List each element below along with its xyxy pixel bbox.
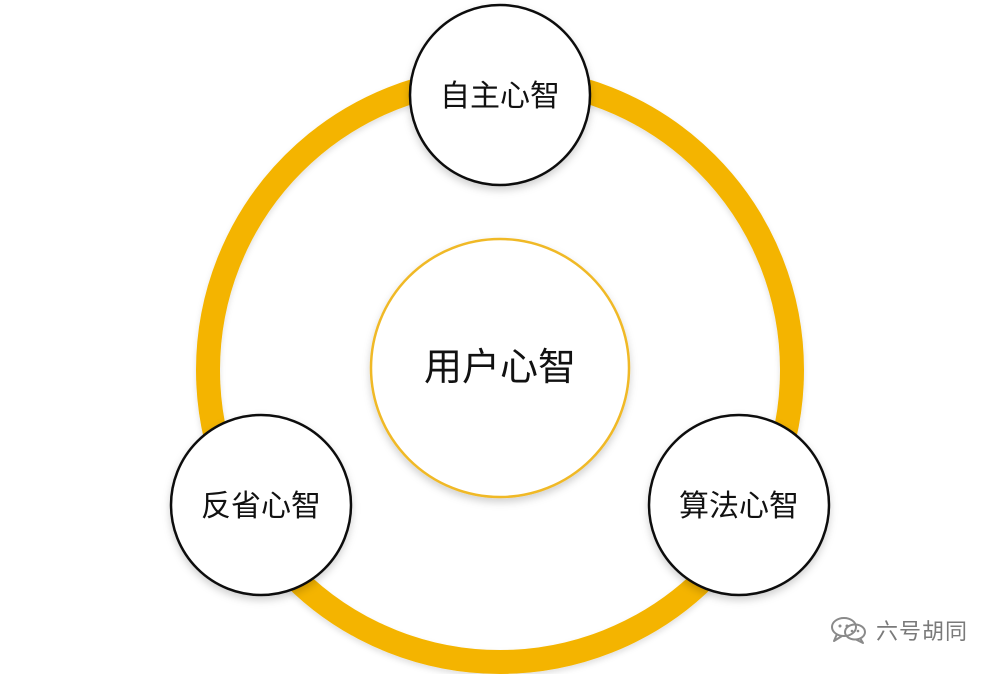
center-circle xyxy=(369,237,631,499)
node-top-label: 自主心智 xyxy=(440,79,560,114)
node-left: 反省心智 xyxy=(169,413,353,597)
center-node: 用户心智 xyxy=(369,237,631,499)
watermark-text: 六号胡同 xyxy=(875,620,968,645)
node-left-label: 反省心智 xyxy=(201,489,321,524)
node-top: 自主心智 xyxy=(408,3,592,187)
center-label: 用户心智 xyxy=(424,345,576,389)
node-right-circle xyxy=(647,413,831,597)
node-top-circle xyxy=(408,3,592,187)
wechat-icon xyxy=(830,617,866,644)
watermark: 六号胡同 xyxy=(828,614,968,646)
node-right-label: 算法心智 xyxy=(679,489,799,524)
node-left-circle xyxy=(169,413,353,597)
node-right: 算法心智 xyxy=(647,413,831,597)
